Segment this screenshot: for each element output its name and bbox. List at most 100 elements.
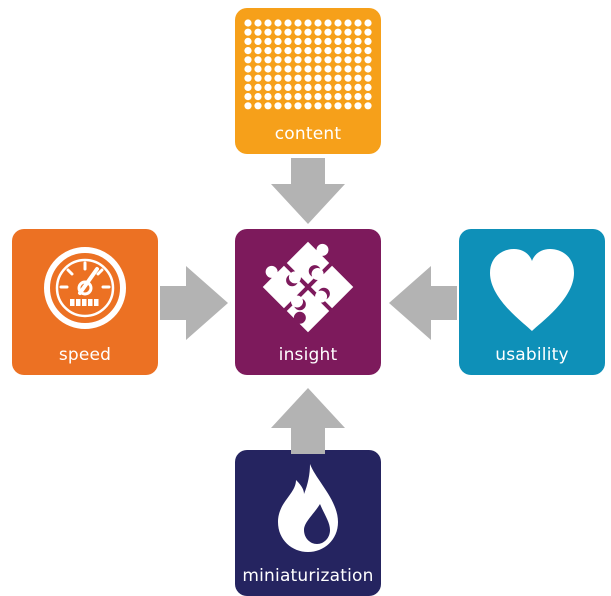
grid-dot [264, 83, 272, 91]
grid-dot [264, 47, 272, 55]
grid-dot [314, 56, 322, 64]
grid-dot [334, 28, 342, 36]
grid-dot [304, 83, 312, 91]
grid-dot [294, 37, 302, 45]
grid-dot [314, 65, 322, 73]
grid-dot [324, 102, 332, 110]
grid-dot [314, 19, 322, 27]
grid-dot [334, 56, 342, 64]
speed-tile: speed [12, 229, 158, 375]
grid-dot [274, 47, 282, 55]
grid-dot [274, 28, 282, 36]
grid-dot [344, 93, 352, 101]
grid-dot [284, 74, 292, 82]
grid-dot [294, 93, 302, 101]
grid-dot [284, 93, 292, 101]
grid-dot [364, 19, 372, 27]
grid-dot [314, 83, 322, 91]
grid-dot [274, 56, 282, 64]
grid-dot [304, 93, 312, 101]
grid-dot [284, 28, 292, 36]
grid-dot [294, 65, 302, 73]
grid-dot [304, 74, 312, 82]
grid-dot [274, 65, 282, 73]
grid-dot [294, 83, 302, 91]
grid-dot [244, 65, 252, 73]
grid-dot [264, 37, 272, 45]
grid-dot [254, 65, 262, 73]
grid-dot [344, 19, 352, 27]
grid-dot [294, 19, 302, 27]
grid-dot [294, 56, 302, 64]
grid-dot [314, 74, 322, 82]
grid-dot [274, 83, 282, 91]
grid-dot [244, 37, 252, 45]
grid-dot [324, 47, 332, 55]
grid-dot [364, 93, 372, 101]
grid-dot [264, 93, 272, 101]
grid-dot [354, 47, 362, 55]
grid-dot [364, 83, 372, 91]
droplet-icon [278, 464, 338, 552]
arrow-right-icon [160, 266, 228, 340]
grid-dot [254, 19, 262, 27]
grid-dot [294, 102, 302, 110]
grid-dot [324, 37, 332, 45]
usability-label: usability [495, 345, 569, 365]
grid-dot [284, 56, 292, 64]
grid-dot [334, 74, 342, 82]
grid-dot [264, 102, 272, 110]
grid-dot [304, 65, 312, 73]
grid-dot [364, 47, 372, 55]
grid-dot [364, 56, 372, 64]
grid-dot [244, 102, 252, 110]
dot-grid-icon [244, 19, 372, 110]
grid-dot [304, 47, 312, 55]
usability-tile: usability [459, 229, 605, 375]
puzzle-icon [262, 241, 354, 333]
grid-dot [274, 102, 282, 110]
grid-dot [264, 19, 272, 27]
grid-dot [284, 47, 292, 55]
grid-dot [344, 74, 352, 82]
grid-dot [244, 19, 252, 27]
grid-dot [354, 102, 362, 110]
grid-dot [314, 47, 322, 55]
insight-label: insight [278, 345, 338, 365]
grid-dot [324, 19, 332, 27]
grid-dot [254, 28, 262, 36]
grid-dot [314, 102, 322, 110]
grid-dot [344, 102, 352, 110]
grid-dot [334, 102, 342, 110]
grid-dot [364, 74, 372, 82]
grid-dot [244, 28, 252, 36]
grid-dot [294, 47, 302, 55]
grid-dot [284, 37, 292, 45]
grid-dot [324, 65, 332, 73]
grid-dot [304, 28, 312, 36]
grid-dot [354, 74, 362, 82]
grid-dot [274, 19, 282, 27]
grid-dot [324, 56, 332, 64]
grid-dot [344, 47, 352, 55]
grid-dot [354, 83, 362, 91]
grid-dot [344, 37, 352, 45]
grid-dot [354, 28, 362, 36]
grid-dot [344, 56, 352, 64]
grid-dot [344, 83, 352, 91]
grid-dot [314, 28, 322, 36]
content-tile: content [235, 8, 381, 154]
grid-dot [354, 56, 362, 64]
grid-dot [254, 93, 262, 101]
grid-dot [284, 19, 292, 27]
grid-dot [244, 47, 252, 55]
grid-dot [314, 93, 322, 101]
grid-dot [334, 65, 342, 73]
arrow-down-icon [271, 158, 345, 224]
grid-dot [334, 93, 342, 101]
grid-dot [324, 83, 332, 91]
grid-dot [324, 28, 332, 36]
insight-tile: insight [235, 229, 381, 375]
grid-dot [274, 93, 282, 101]
grid-dot [364, 65, 372, 73]
